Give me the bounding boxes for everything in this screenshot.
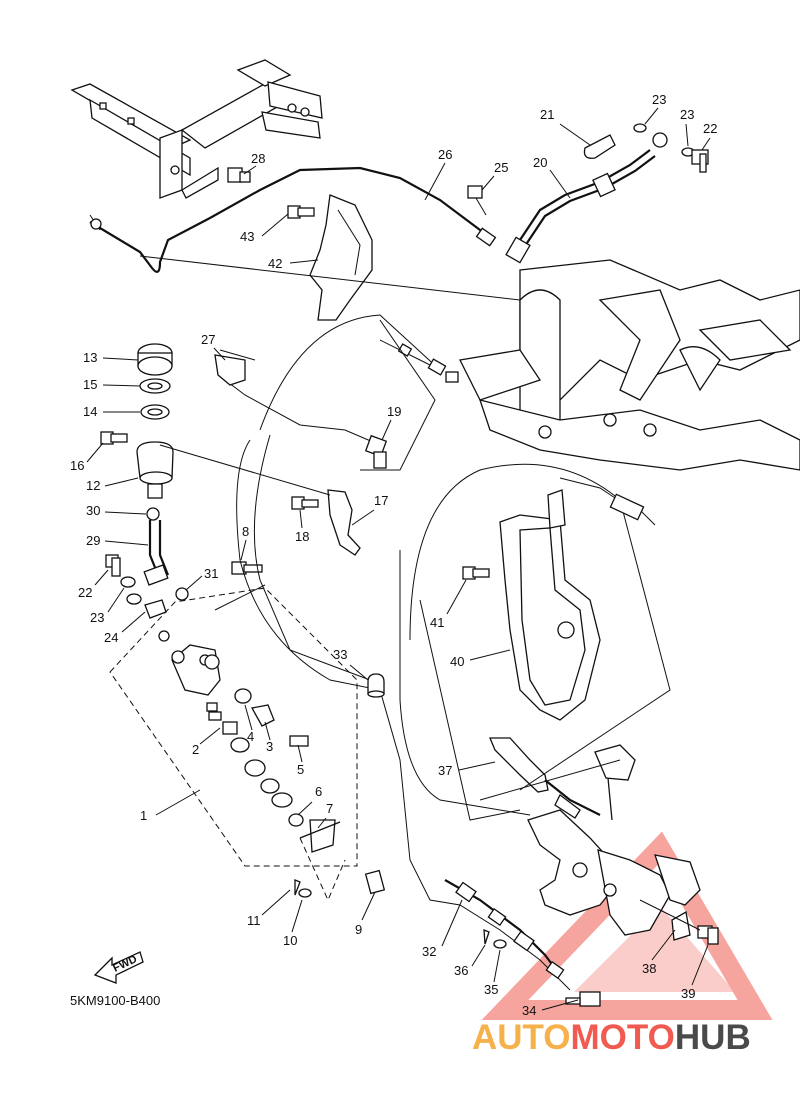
svg-text:35: 35	[484, 982, 498, 997]
svg-text:20: 20	[533, 155, 547, 170]
watermark-part-hub: HUB	[674, 1018, 751, 1057]
svg-text:25: 25	[494, 160, 508, 175]
svg-text:38: 38	[642, 961, 656, 976]
svg-text:21: 21	[540, 107, 554, 122]
svg-text:37: 37	[438, 763, 452, 778]
svg-text:34: 34	[522, 1003, 536, 1018]
svg-text:23: 23	[90, 610, 104, 625]
svg-text:22: 22	[703, 121, 717, 136]
svg-text:30: 30	[86, 503, 100, 518]
svg-text:3: 3	[266, 739, 273, 754]
assembly-7-box	[299, 837, 346, 902]
rear-master-cylinder-1	[171, 644, 386, 898]
svg-text:9: 9	[355, 922, 362, 937]
rod-32-clevis	[444, 879, 601, 1007]
svg-text:39: 39	[681, 986, 695, 1001]
svg-text:4: 4	[247, 729, 254, 744]
frame-right	[459, 259, 800, 471]
svg-text:42: 42	[268, 256, 282, 271]
watermark-part-moto: MOTO	[570, 1018, 675, 1057]
svg-text:1: 1	[140, 808, 147, 823]
svg-text:23: 23	[652, 92, 666, 107]
svg-text:27: 27	[201, 332, 215, 347]
master-cylinder	[100, 343, 174, 521]
bracket-17	[159, 444, 361, 556]
svg-text:12: 12	[86, 478, 100, 493]
svg-text:16: 16	[70, 458, 84, 473]
svg-text:26: 26	[438, 147, 452, 162]
brake-pipe-26	[89, 166, 491, 273]
svg-text:19: 19	[387, 404, 401, 419]
svg-text:8: 8	[242, 524, 249, 539]
svg-text:43: 43	[240, 229, 254, 244]
svg-text:36: 36	[454, 963, 468, 978]
svg-text:31: 31	[204, 566, 218, 581]
brake-pedal	[399, 550, 719, 945]
svg-text:5: 5	[297, 762, 304, 777]
svg-text:14: 14	[83, 404, 97, 419]
svg-text:32: 32	[422, 944, 436, 959]
hose-29-fittings	[105, 520, 189, 642]
svg-text:22: 22	[78, 585, 92, 600]
svg-text:29: 29	[86, 533, 100, 548]
svg-text:13: 13	[83, 350, 97, 365]
bolt-8	[231, 561, 263, 575]
bracket-42	[287, 194, 373, 321]
svg-text:11: 11	[247, 913, 261, 928]
svg-text:10: 10	[283, 933, 297, 948]
svg-text:6: 6	[315, 784, 322, 799]
frame-upper-left	[70, 59, 323, 199]
svg-text:7: 7	[326, 801, 333, 816]
hose-20-assembly	[467, 123, 709, 264]
svg-text:23: 23	[680, 107, 694, 122]
diagram-code: 5KM9100-B400	[70, 993, 160, 1008]
watermark-part-auto: AUTO	[472, 1018, 571, 1057]
leader-lines	[139, 255, 701, 931]
svg-text:18: 18	[295, 529, 309, 544]
assembly-1-box	[109, 587, 358, 867]
callout-labels: 13 15 14 16 12 30 29 22 23 24 31 8 27 19…	[70, 92, 717, 1018]
svg-text:40: 40	[450, 654, 464, 669]
watermark-text: AUTOMOTOHUB	[472, 1018, 800, 1058]
svg-text:41: 41	[430, 615, 444, 630]
svg-text:33: 33	[333, 647, 347, 662]
clamp-28	[227, 167, 251, 183]
brake-rods	[214, 314, 571, 991]
svg-text:FWD: FWD	[111, 953, 139, 974]
svg-text:2: 2	[192, 742, 199, 757]
fwd-arrow: FWD	[93, 951, 144, 984]
svg-text:28: 28	[251, 151, 265, 166]
guard-40	[409, 463, 671, 791]
svg-text:15: 15	[83, 377, 97, 392]
svg-text:17: 17	[374, 493, 388, 508]
svg-text:24: 24	[104, 630, 118, 645]
